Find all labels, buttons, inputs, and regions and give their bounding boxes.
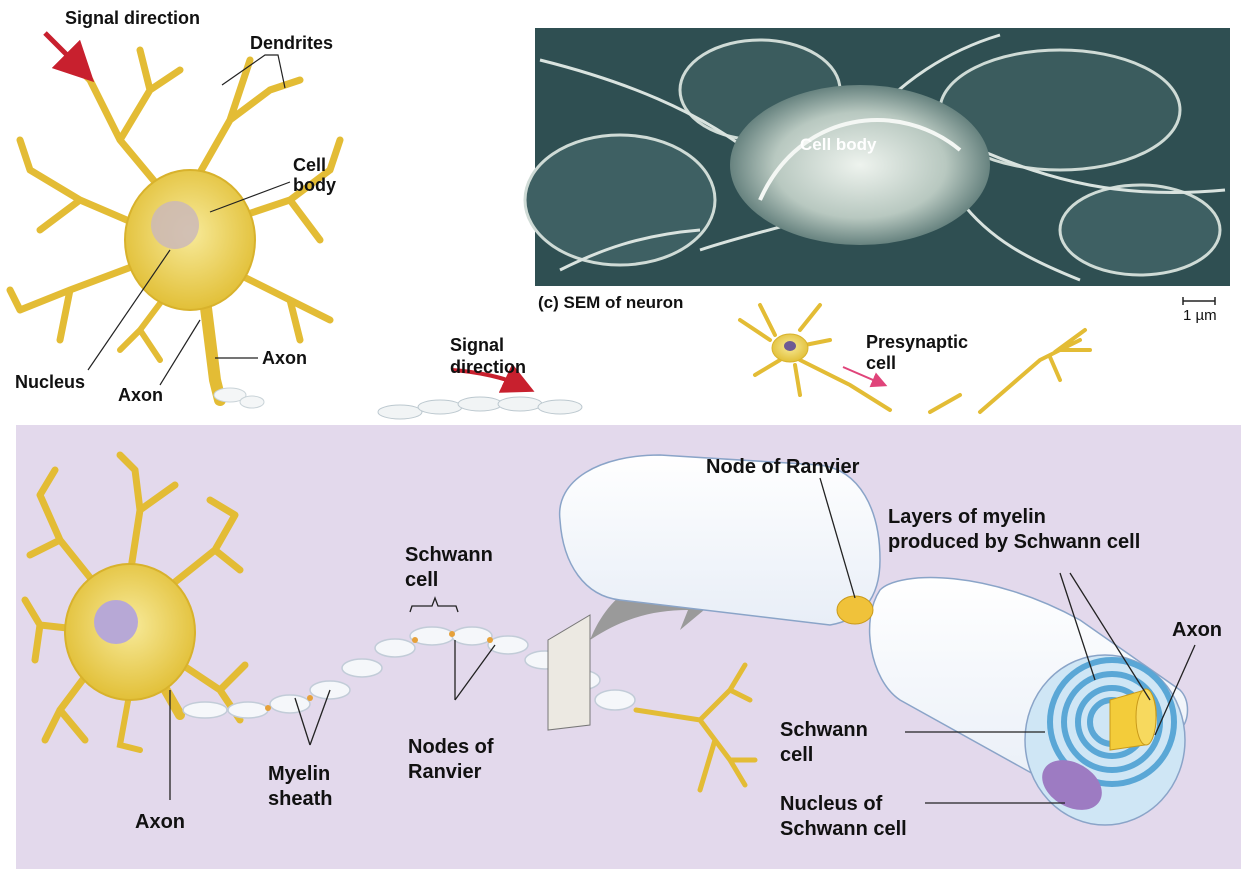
top-axon-label: Axon [262,348,307,368]
enlarged-node [837,596,873,624]
sem-image [525,28,1230,286]
axon-right-label: Axon [1172,618,1222,642]
middle-myelin-fragment [378,397,582,419]
sem-caption: (c) SEM of neuron [538,293,683,313]
sem-cell-body-label: Cell body [800,135,877,155]
schwann-inner-label-line1: Schwann [780,718,868,742]
cell-body-label-line1: Cell [293,155,326,175]
myelin-sheath-label-line2: sheath [268,787,332,811]
dendrites-label: Dendrites [250,33,333,53]
nodes-of-ranvier-label-line2: Ranvier [408,760,481,784]
signal-direction-label: Signal direction [65,8,200,28]
presynaptic-label-line2: cell [866,353,896,373]
top-nucleus [151,201,199,249]
schwann-cell-label-line2: cell [405,568,438,592]
bottom-nucleus [94,600,138,644]
axon-left-label: Axon [135,810,185,834]
layers-label-line2: produced by Schwann cell [888,530,1140,554]
signal-direction-2-line1: Signal [450,335,504,355]
presynaptic-label-line1: Presynaptic [866,332,968,352]
nucleus-schwann-label-line1: Nucleus of [780,792,882,816]
layers-label-line1: Layers of myelin [888,505,1046,529]
schwann-cell-label-line1: Schwann [405,543,493,567]
node-of-ranvier-label: Node of Ranvier [706,455,859,479]
myelin-sheath-label-line1: Myelin [268,762,330,786]
scale-bar-label: 1 µm [1183,306,1217,326]
signal-direction-arrow [45,33,80,68]
axon-hillock-label: Axon [118,385,163,405]
nucleus-label: Nucleus [15,372,85,392]
cell-body-label-line2: body [293,175,336,195]
nucleus-schwann-label-line2: Schwann cell [780,817,907,841]
nodes-of-ranvier-label-line1: Nodes of [408,735,494,759]
schwann-inner-label-line2: cell [780,743,813,767]
signal-direction-2-line2: direction [450,357,526,377]
